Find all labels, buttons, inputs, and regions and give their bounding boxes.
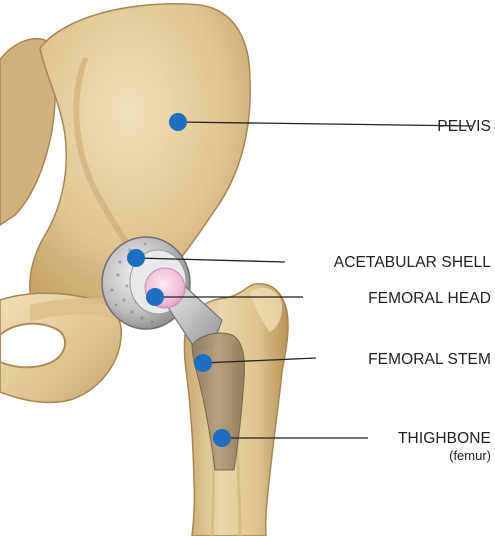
label-pelvis: PELVIS <box>437 118 491 135</box>
obturator-foramen <box>0 324 65 368</box>
label-acetabular-shell: ACETABULAR SHELL <box>334 254 492 271</box>
labels: PELVIS ACETABULAR SHELL FEMORAL HEAD FEM… <box>334 118 492 463</box>
label-thighbone: THIGHBONE <box>398 430 491 447</box>
label-femoral-head: FEMORAL HEAD <box>368 290 491 307</box>
label-thighbone-sub: (femur) <box>449 448 491 463</box>
marker-femoral-stem <box>194 354 212 372</box>
marker-thighbone <box>213 429 231 447</box>
marker-pelvis <box>169 113 187 131</box>
label-femoral-stem: FEMORAL STEM <box>368 351 491 368</box>
marker-acetabular-shell <box>127 249 145 267</box>
marker-femoral-head <box>146 288 164 306</box>
